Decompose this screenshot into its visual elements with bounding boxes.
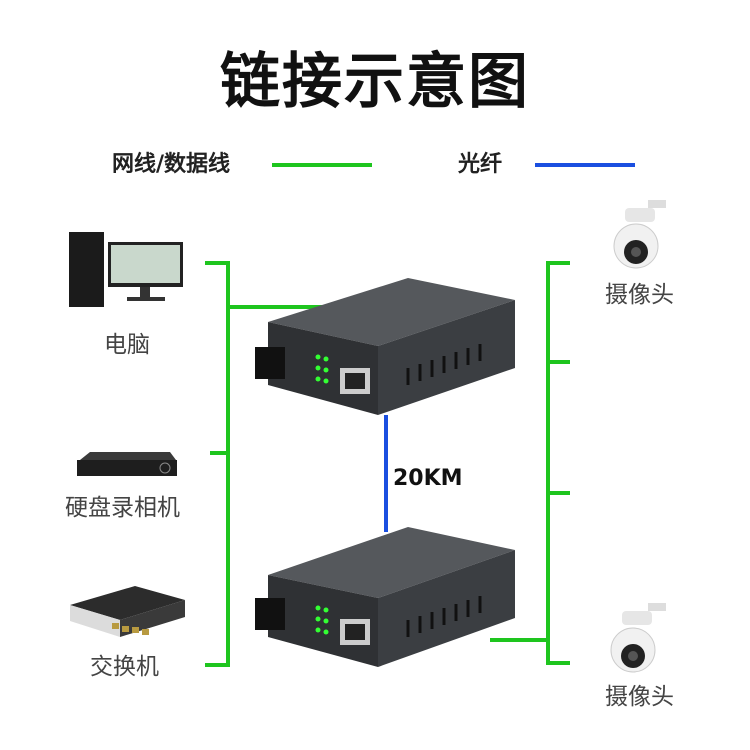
nvr-recorder-icon: [77, 452, 177, 476]
device-label-computer: 电脑: [104, 332, 150, 358]
device-label-switch: 交换机: [90, 654, 159, 680]
fiber-distance-label: 20KM: [393, 466, 463, 491]
left-bracket-line: [205, 261, 230, 667]
ptz-camera-icon: [613, 200, 666, 269]
device-label-nvr: 硬盘录相机: [65, 495, 180, 521]
ethernet-lines: [205, 163, 570, 667]
right-bracket-line: [546, 261, 570, 665]
device-label-camera-top: 摄像头: [605, 282, 674, 308]
device-label-camera-bottom: 摄像头: [605, 684, 674, 710]
desktop-computer-icon: [69, 232, 183, 307]
media-converter-bottom: [255, 527, 515, 667]
network-switch-icon: [70, 586, 185, 637]
page-title: 链接示意图: [220, 47, 530, 117]
ptz-camera-icon: [610, 603, 666, 673]
legend-fiber-label: 光纤: [458, 152, 503, 177]
fiber-lines: [384, 163, 635, 532]
legend-ethernet-label: 网线/数据线: [112, 152, 231, 177]
media-converter-top: [255, 278, 515, 415]
